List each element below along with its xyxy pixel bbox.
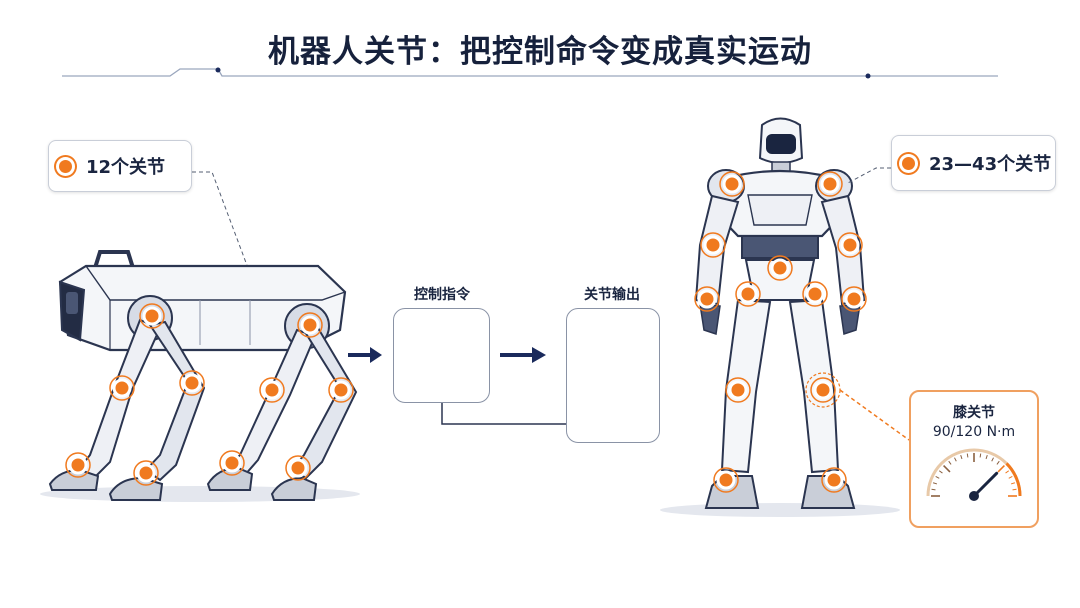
gauge-tick	[1010, 482, 1016, 485]
quadruped-joints	[68, 306, 351, 483]
joint-output-panel	[566, 308, 660, 443]
gauge-tick	[1008, 476, 1013, 479]
gauge-tick	[985, 454, 988, 460]
gauge-tick	[991, 457, 994, 462]
knee-leader-line	[839, 389, 910, 441]
gauge-tick	[948, 460, 952, 465]
quadruped-leader-line	[192, 171, 249, 269]
gauge-needle	[972, 471, 999, 498]
gauge-arc-fill	[1005, 462, 1022, 497]
gauge-dial	[926, 448, 1022, 501]
gauge-tick	[954, 457, 957, 462]
quadruped-robot	[40, 250, 360, 502]
humanoid-joints	[697, 174, 864, 490]
page-title: 机器人关节：把控制命令变成真实运动	[268, 34, 812, 70]
joint-dot-icon	[59, 159, 72, 173]
gauge-tick	[943, 465, 951, 473]
humanoid-joint-count-callout: 23—43个关节	[891, 135, 1056, 191]
gauge-tick	[935, 476, 940, 479]
joint-dot-icon	[902, 156, 915, 170]
control-signal-panel	[393, 308, 490, 403]
joint-output-label: 关节输出	[584, 287, 640, 303]
gauge-tick	[960, 454, 963, 460]
gauge-tick	[1005, 470, 1010, 474]
quadruped-joint-count-callout: 12个关节	[48, 140, 192, 192]
quadruped-joint-count: 12个关节	[86, 157, 166, 178]
gauge-tick	[966, 453, 969, 458]
gauge-title: 膝关节	[953, 405, 995, 421]
title-underline	[62, 67, 998, 79]
gauge-tick	[931, 488, 936, 491]
gauge-ticks	[931, 453, 1017, 497]
gauge-value: 90/120 N·m	[932, 424, 1016, 440]
control-command-label: 控制指令	[414, 287, 470, 303]
arrow-right-icon-2	[500, 347, 546, 363]
knee-torque-gauge-card: 膝关节 90/120 N·m	[909, 390, 1039, 528]
gauge-tick	[1012, 488, 1017, 491]
signal-connector-line	[441, 402, 582, 425]
humanoid-joint-count: 23—43个关节	[929, 154, 1052, 175]
gauge-tick	[996, 460, 1000, 465]
gauge-hub	[969, 491, 979, 501]
humanoid-leader-line	[845, 167, 891, 185]
gauge-tick	[997, 465, 1005, 473]
arrow-right-icon	[348, 347, 382, 363]
humanoid-robot	[660, 117, 900, 517]
gauge-tick	[932, 482, 938, 485]
gauge-tick	[979, 453, 982, 458]
gauge-tick	[938, 470, 943, 474]
